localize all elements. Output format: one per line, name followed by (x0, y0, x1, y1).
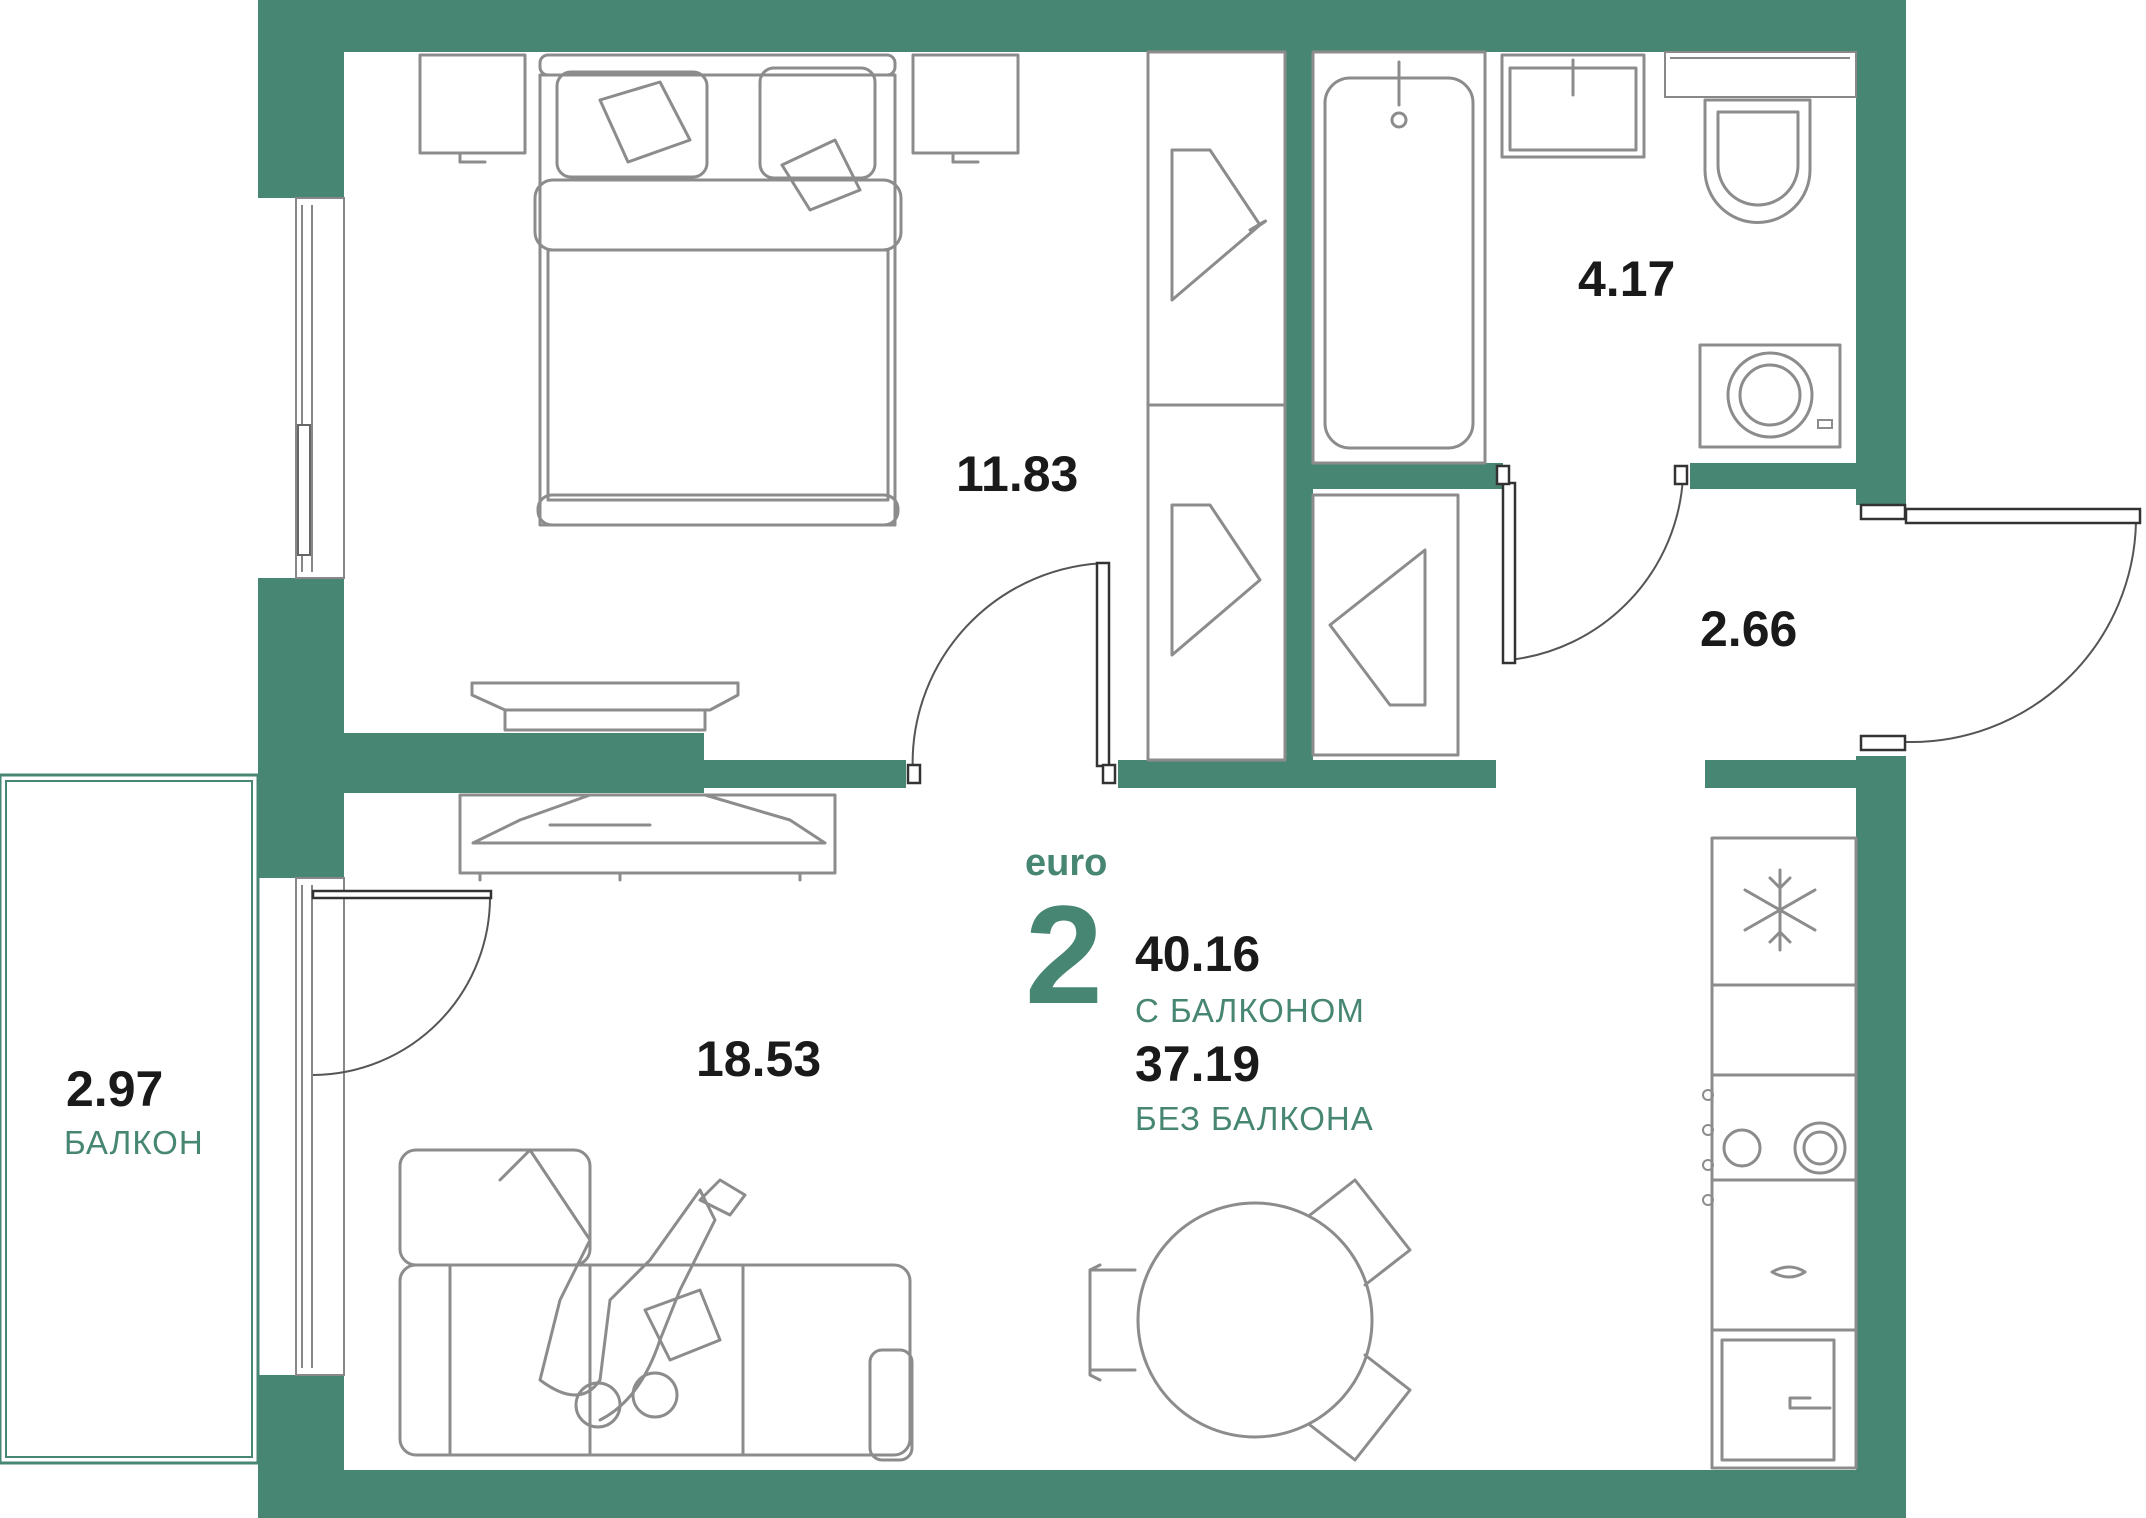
door-leaf-entrance (1904, 507, 2142, 525)
hanger-icon (1170, 503, 1262, 657)
people-illustration (498, 1148, 717, 1422)
dishwasher (1720, 1338, 1836, 1462)
wall-bottom (258, 1470, 1906, 1518)
wall-top (258, 0, 1906, 52)
door-arc-entrance (1905, 521, 2137, 744)
with-balcony-label: С БАЛКОНОМ (1135, 992, 1365, 1029)
nightstand-right (911, 53, 1020, 155)
balcony-caption: БАЛКОН (64, 1124, 204, 1161)
room-area-living: 18.53 (696, 1031, 822, 1087)
room-area-bathroom: 4.17 (1578, 251, 1676, 307)
chair-left (1088, 1268, 1137, 1372)
wall-left-mid (258, 578, 344, 878)
rooms-count: 2 (1025, 876, 1103, 1033)
wall-bath-bottom-right (1690, 463, 1856, 489)
tv-bedroom (470, 681, 740, 712)
hanger-icon (1170, 148, 1268, 302)
wall-right-lower (1856, 756, 1906, 1518)
door-arc-bath (1508, 476, 1684, 661)
window-bath (1664, 51, 1857, 98)
kitchen-counter (1710, 836, 1858, 1470)
bed-frame (538, 73, 897, 527)
room-area-balcony: 2.97 (66, 1061, 164, 1117)
door-leaf-bath (1501, 481, 1517, 665)
living-furniture (398, 793, 1858, 1470)
sink (1500, 53, 1646, 159)
burner-right (1793, 1121, 1847, 1175)
pillow-right (758, 66, 877, 180)
door-leaf-balcony (311, 889, 493, 900)
wall-bath-bottom (1313, 463, 1503, 489)
wall-wardrobe-bath (1285, 52, 1313, 788)
door-arc-bedroom (911, 562, 1111, 776)
toilet (1703, 98, 1812, 224)
wall-left-low (258, 1375, 344, 1518)
balcony (0, 773, 260, 1465)
apartment-tag: euro (1025, 842, 1108, 884)
wall-bedroom-living-thin (704, 760, 906, 788)
washing-machine (1698, 343, 1842, 449)
room-area-bedroom: 11.83 (956, 446, 1079, 502)
area-without-balcony: 37.19 (1135, 1036, 1261, 1092)
nightstand-left (418, 53, 527, 155)
walls (258, 0, 1906, 1518)
windows (295, 51, 1857, 1376)
pillow-left (555, 70, 709, 179)
doors (311, 464, 2142, 1076)
chair-top-right (1308, 1178, 1412, 1287)
wardrobe-hall (1311, 493, 1460, 757)
bathtub (1311, 50, 1487, 465)
without-balcony-label: БЕЗ БАЛКОНА (1135, 1100, 1374, 1137)
wall-left-top (258, 0, 344, 198)
sofa-arm-top (398, 1148, 592, 1267)
burner-left (1722, 1128, 1762, 1168)
door-arc-balcony (312, 894, 492, 1076)
dining-table (1136, 1201, 1374, 1439)
door-leaf-bedroom (1095, 561, 1111, 768)
chair-bottom-right (1308, 1353, 1412, 1462)
bedroom-furniture (418, 50, 1460, 762)
kitchen-sink (1770, 1265, 1807, 1279)
hanger-icon (1328, 548, 1427, 707)
snowflake-icon (1743, 868, 1817, 952)
wall-right-upper (1856, 0, 1906, 505)
area-with-balcony: 40.16 (1135, 926, 1261, 982)
window-living (295, 877, 345, 1376)
bathroom-fixtures (1311, 50, 1842, 465)
wall-hall-stub (1705, 760, 1856, 788)
sofa (398, 1263, 912, 1457)
wall-bedroom-living (344, 733, 704, 793)
tv-living (471, 793, 827, 845)
tv-stand (458, 793, 837, 875)
room-area-hall: 2.66 (1700, 601, 1798, 657)
